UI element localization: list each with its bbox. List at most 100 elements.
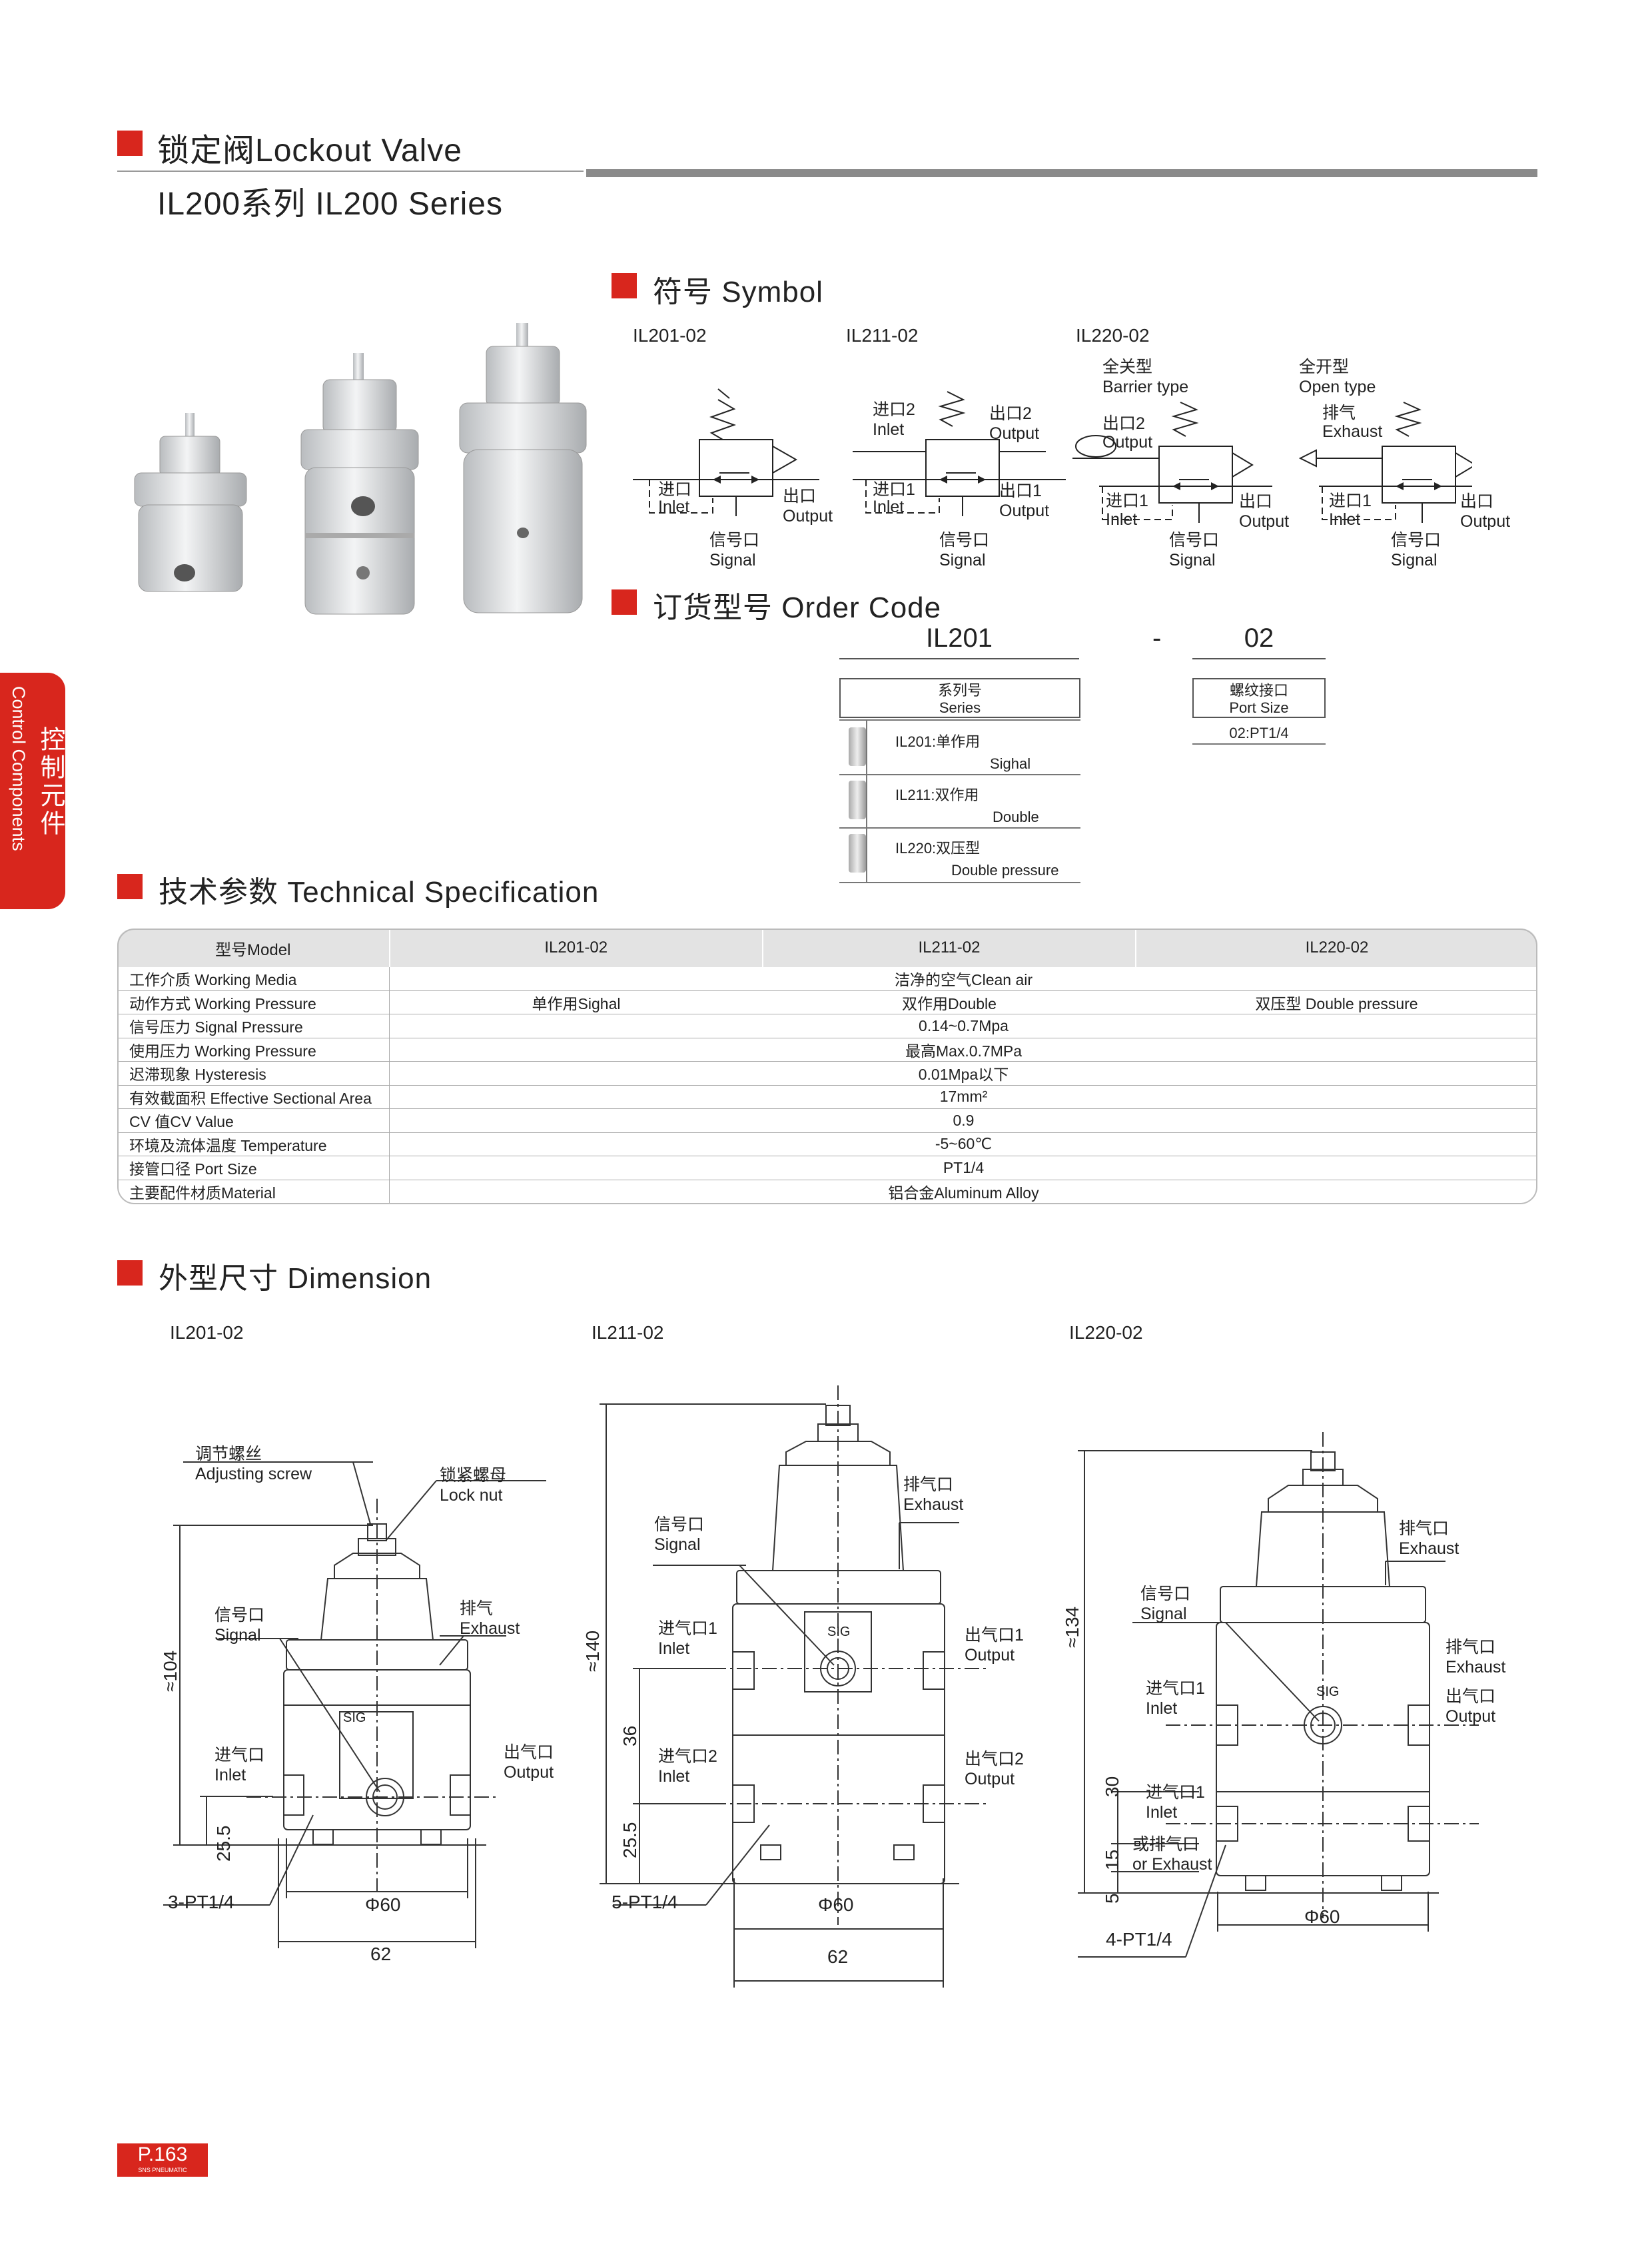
ordercode-port-underline	[1192, 743, 1326, 745]
symbol-il220-open	[1299, 402, 1472, 523]
il220-h-5: 5	[1102, 1893, 1122, 1904]
il220-ports: 4-PT1/4	[1106, 1929, 1172, 1950]
option-code: IL211:双作用	[895, 787, 979, 803]
symbol-model-2: IL211-02	[846, 325, 919, 346]
il220-dia: Φ60	[1304, 1906, 1340, 1927]
dimension-heading: 外型尺寸 Dimension	[159, 1262, 432, 1295]
ordercode-option: IL220:双压型 Double pressure	[839, 827, 1080, 883]
spec-label: 环境及流体温度 Temperature	[117, 1132, 390, 1156]
option-thumb-icon	[849, 727, 866, 766]
il211-sig-label: SIG	[827, 1625, 850, 1639]
page-number-badge: P.163 SNS PNEUMATIC	[117, 2143, 208, 2177]
ordercode-model: IL201	[925, 623, 993, 653]
photo-il201	[134, 413, 247, 592]
dim-model-1: IL201-02	[170, 1322, 244, 1343]
spec-label: 信号压力 Signal Pressure	[117, 1014, 390, 1038]
spec-header-cell: IL211-02	[762, 929, 1136, 967]
il211-dia: Φ60	[818, 1894, 854, 1915]
spec-row: 环境及流体温度 Temperature-5~60℃	[117, 1132, 1537, 1156]
spec-value: 单作用Sighal	[389, 990, 763, 1014]
spec-value: 双压型 Double pressure	[1136, 990, 1537, 1014]
spec-header-row: 型号Model IL201-02 IL211-02 IL220-02	[117, 929, 1537, 967]
dimension-drawing-il201: SIG	[163, 1461, 546, 1948]
ordercode-heading: 订货型号 Order Code	[653, 591, 942, 624]
spec-label: 有效截面积 Effective Sectional Area	[117, 1085, 390, 1109]
dimension-marker	[117, 1260, 143, 1286]
symbol-marker	[612, 273, 637, 298]
option-code: IL201:单作用	[895, 733, 981, 750]
symbol-model-1: IL201-02	[633, 325, 707, 346]
il220-h-total: ≈134	[1062, 1606, 1082, 1648]
option-en: Sighal	[990, 755, 1031, 772]
il201-ports: 3-PT1/4	[168, 1892, 234, 1912]
header-rule-thin	[117, 171, 584, 172]
dimension-drawing-il220: SIG	[1078, 1432, 1479, 1958]
option-code: IL220:双压型	[895, 840, 981, 857]
il211-width: 62	[827, 1946, 849, 1967]
ordercode-marker	[612, 589, 637, 615]
il201-dia: Φ60	[365, 1894, 401, 1915]
footer-brand: SNS PNEUMATIC	[138, 2167, 187, 2173]
spec-header-cell: IL201-02	[388, 929, 763, 967]
product-photos	[134, 323, 587, 615]
spec-label: 动作方式 Working Pressure	[117, 990, 390, 1014]
ordercode-port: 02	[1244, 623, 1274, 653]
option-thumb-icon	[849, 781, 866, 819]
il220-h-30: 30	[1102, 1776, 1122, 1797]
ordercode-line-2	[1192, 658, 1326, 659]
il211-h-low: 25.5	[620, 1822, 640, 1859]
side-tab: Control Components 控制元件	[0, 673, 65, 909]
spec-header-cell: IL220-02	[1135, 929, 1537, 967]
symbol-il201	[633, 388, 819, 516]
il220-sig-label: SIG	[1316, 1684, 1339, 1699]
il201-h-low: 25.5	[213, 1825, 234, 1862]
spec-header-cell: 型号Model	[117, 929, 390, 967]
spec-value: 0.9	[389, 1108, 1537, 1133]
il211-h-total: ≈140	[582, 1630, 603, 1672]
option-divider	[866, 774, 867, 827]
photo-il220	[459, 323, 587, 613]
side-tab-en: Control Components	[9, 686, 29, 851]
il201-h-total: ≈104	[160, 1650, 181, 1692]
ordercode-dash: -	[1152, 623, 1162, 653]
dim-model-3: IL220-02	[1069, 1322, 1143, 1343]
spec-label: 使用压力 Working Pressure	[117, 1038, 390, 1062]
spec-value: PT1/4	[389, 1156, 1537, 1180]
spec-label: 主要配件材质Material	[117, 1180, 390, 1203]
il201-width: 62	[370, 1944, 392, 1964]
symbol-il220-barrier	[1072, 402, 1272, 523]
ordercode-line-1	[839, 658, 1079, 659]
option-thumb-icon	[849, 834, 866, 873]
